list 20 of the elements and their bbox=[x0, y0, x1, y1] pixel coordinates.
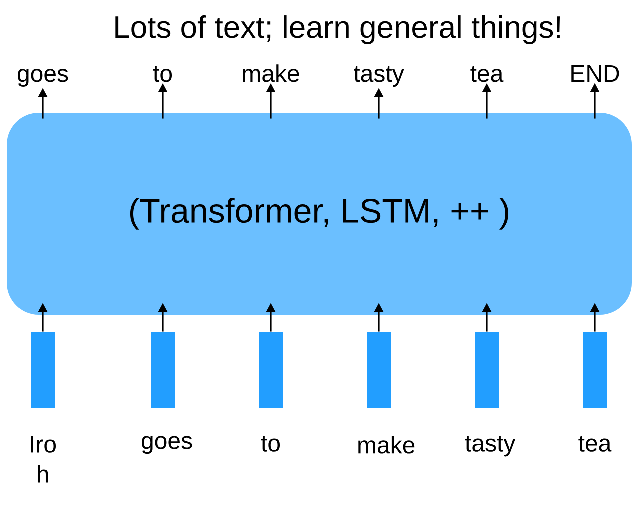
input-word: goes bbox=[142, 436, 192, 454]
output-word: END bbox=[572, 65, 620, 82]
embedding-bar bbox=[475, 332, 499, 408]
title: Lots of text; learn general things! bbox=[116, 16, 560, 44]
input-word: make bbox=[358, 436, 415, 454]
model-box: (Transformer, LSTM, ++ ) bbox=[7, 113, 632, 315]
embedding-bar bbox=[583, 332, 607, 408]
embedding-bar bbox=[151, 332, 175, 408]
output-word: goes bbox=[18, 69, 68, 87]
output-word: tea bbox=[470, 66, 504, 82]
output-word: tasty bbox=[354, 66, 404, 87]
embedding-bar bbox=[367, 332, 391, 408]
input-word: tea bbox=[578, 436, 612, 452]
output-word: to bbox=[153, 66, 172, 82]
embedding-bar bbox=[259, 332, 283, 408]
output-word: make bbox=[243, 64, 300, 82]
input-word: tasty bbox=[465, 436, 516, 457]
input-word: to bbox=[261, 436, 280, 452]
input-word: Iro h bbox=[31, 436, 56, 483]
embedding-bar bbox=[31, 332, 55, 408]
